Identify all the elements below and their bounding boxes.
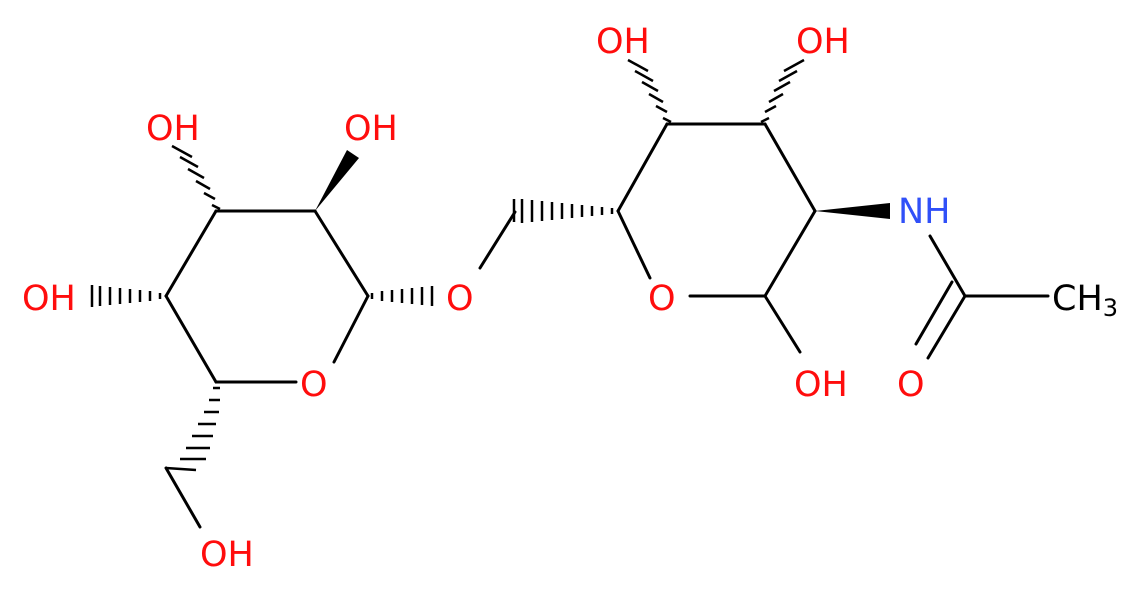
hash-gal-c4-oh [90,285,162,307]
bond-gal-c6-oh [164,466,202,529]
hashed-bonds [90,58,805,472]
bond-glc-c5-c4 [616,122,669,213]
bond-glc-o-c5 [616,209,652,280]
label-oh-gal-3: OH [146,109,200,149]
label-oh-gal-4: OH [22,279,76,319]
bond-gal-c4-c5 [164,294,218,384]
bond-n-c [928,234,967,298]
wedge-glc-c2-nh [815,203,890,219]
label-o-glycosidic: O [446,279,474,319]
bond-glc-c1-oh [763,294,802,354]
label-ch3: CH3 [1052,279,1118,322]
hash-gal-c3-oh [171,144,221,211]
label-o-glc-ring: O [648,279,676,319]
bonds [164,122,1050,529]
hash-gal-c5-c6 [165,386,220,472]
label-oh-glc-4: OH [596,22,650,62]
bond-gal-c1-c2 [313,209,370,298]
bond-glc-c3-c2 [763,122,817,213]
label-o-gal-ring: O [300,365,328,405]
hash-glc-c4-oh [627,58,672,124]
hash-glc-c5-ch2 [512,199,614,223]
bond-glc-c2-c1 [763,209,817,298]
bond-c-o-double-a [926,294,967,360]
label-nh: NH [898,192,951,232]
label-oh-glc-3: OH [796,22,850,62]
bond-c-o-double-b [914,280,954,346]
bond-gal-c3-c4 [164,209,218,298]
atom-labels: OH OH OH O O OH OH OH O OH NH O CH3 [22,22,1118,575]
label-oh-gal-6: OH [200,535,254,575]
wedge-bonds [315,150,890,219]
wedge-gal-c2-oh [315,150,359,211]
bond-gal-o-c1 [332,294,370,364]
label-oh-gal-2: OH [344,109,398,149]
hash-gal-c1-o [370,286,434,306]
label-o-carbonyl: O [897,365,925,405]
hash-glc-c3-oh [760,58,805,124]
bond-o-ch2 [478,210,517,270]
label-oh-glc-1: OH [794,365,848,405]
